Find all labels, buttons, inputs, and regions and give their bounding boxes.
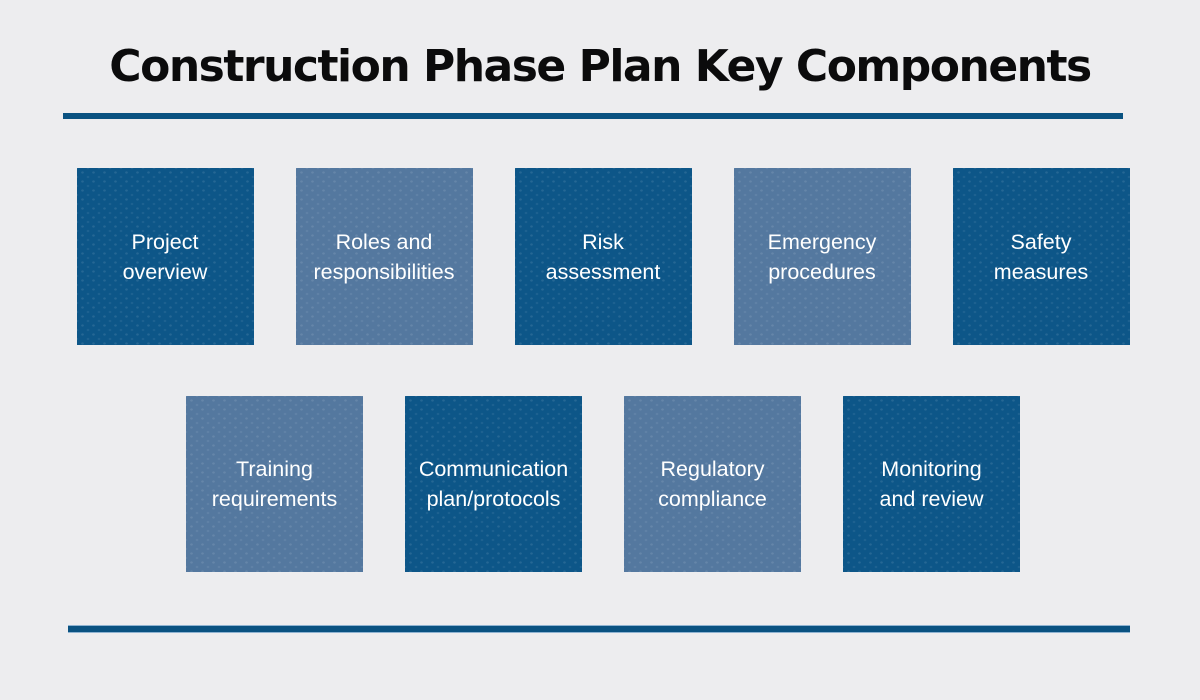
- box-roles-and-responsibilities: Roles and responsibilities: [296, 168, 473, 345]
- box-label: Monitoring and review: [879, 457, 984, 511]
- components-row-1: Project overview Roles and responsibilit…: [3, 168, 1200, 345]
- box-label: Regulatory compliance: [658, 457, 767, 511]
- box-label: Emergency procedures: [767, 229, 877, 284]
- box-monitoring-and-review: Monitoring and review: [843, 396, 1020, 572]
- box-label: Risk assessment: [545, 229, 661, 284]
- box-risk-assessment: Risk assessment: [515, 168, 692, 345]
- box-communication-plan-protocols: Communication plan/protocols: [405, 396, 582, 572]
- components-row-2: Training requirements Communication plan…: [3, 396, 1200, 572]
- box-label: Safety measures: [993, 229, 1089, 284]
- box-label: Project overview: [122, 229, 208, 284]
- box-training-requirements: Training requirements: [186, 396, 363, 572]
- footer-divider-line: [68, 625, 1130, 633]
- box-emergency-procedures: Emergency procedures: [734, 168, 911, 345]
- box-project-overview: Project overview: [77, 168, 254, 345]
- title-divider-line: [63, 113, 1123, 119]
- box-label: Roles and responsibilities: [313, 229, 455, 284]
- box-safety-measures: Safety measures: [953, 168, 1130, 345]
- page-title: Construction Phase Plan Key Components: [109, 41, 1092, 92]
- box-label: Communication plan/protocols: [418, 457, 569, 511]
- box-regulatory-compliance: Regulatory compliance: [624, 396, 801, 572]
- box-label: Training requirements: [211, 457, 338, 511]
